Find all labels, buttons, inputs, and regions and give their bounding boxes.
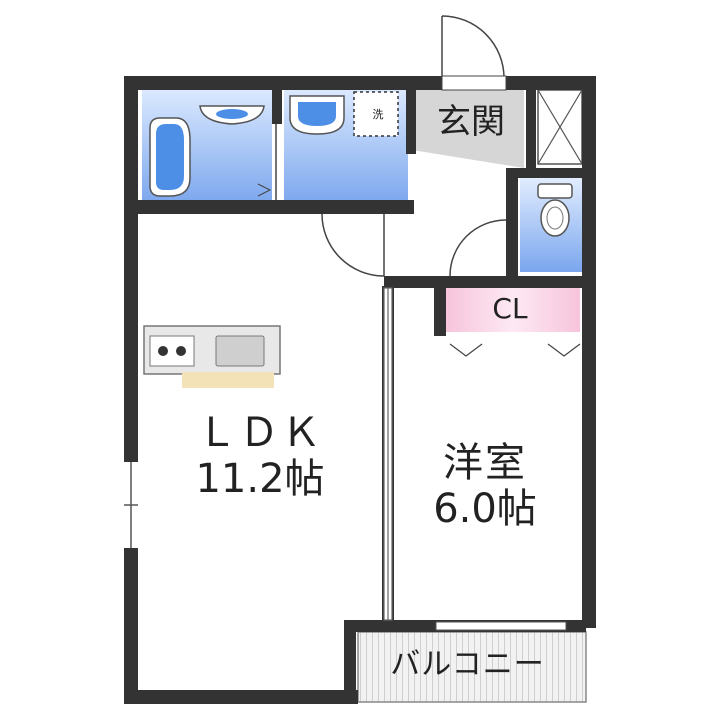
burner-right [176, 346, 186, 356]
entrance-door [441, 15, 505, 79]
stove [149, 335, 195, 367]
balcony-label: バルコニー [390, 647, 545, 682]
toilet-door [449, 219, 507, 277]
ldk-label: ＬＤＫ 11.2帖 [150, 410, 370, 502]
yoshitsu-label: 洋室 6.0帖 [395, 440, 575, 532]
balcony-window [435, 621, 567, 631]
closet-doors [449, 343, 581, 357]
closet-label: CL [492, 292, 528, 325]
kitchen-sink [215, 335, 265, 367]
sliding-partition [383, 287, 393, 621]
ldk-name: ＬＤＫ [197, 410, 323, 456]
genkan-floor [412, 90, 524, 168]
washer-pan [353, 91, 399, 137]
exterior-walls [124, 76, 596, 704]
washer-label: 洗 [372, 108, 384, 121]
genkan-label: 玄関 [437, 102, 505, 142]
closet [446, 288, 580, 332]
yoshitsu-name: 洋室 [443, 440, 527, 486]
ldk-door [321, 213, 385, 277]
ldk-size: 11.2帖 [195, 456, 325, 502]
yoshitsu-size: 6.0帖 [433, 486, 537, 532]
bathtub-basin [156, 124, 184, 190]
balcony-floor [357, 631, 587, 703]
toilet-tank [537, 183, 573, 199]
kitchen-counter-edge [182, 372, 274, 388]
burner-left [158, 346, 168, 356]
